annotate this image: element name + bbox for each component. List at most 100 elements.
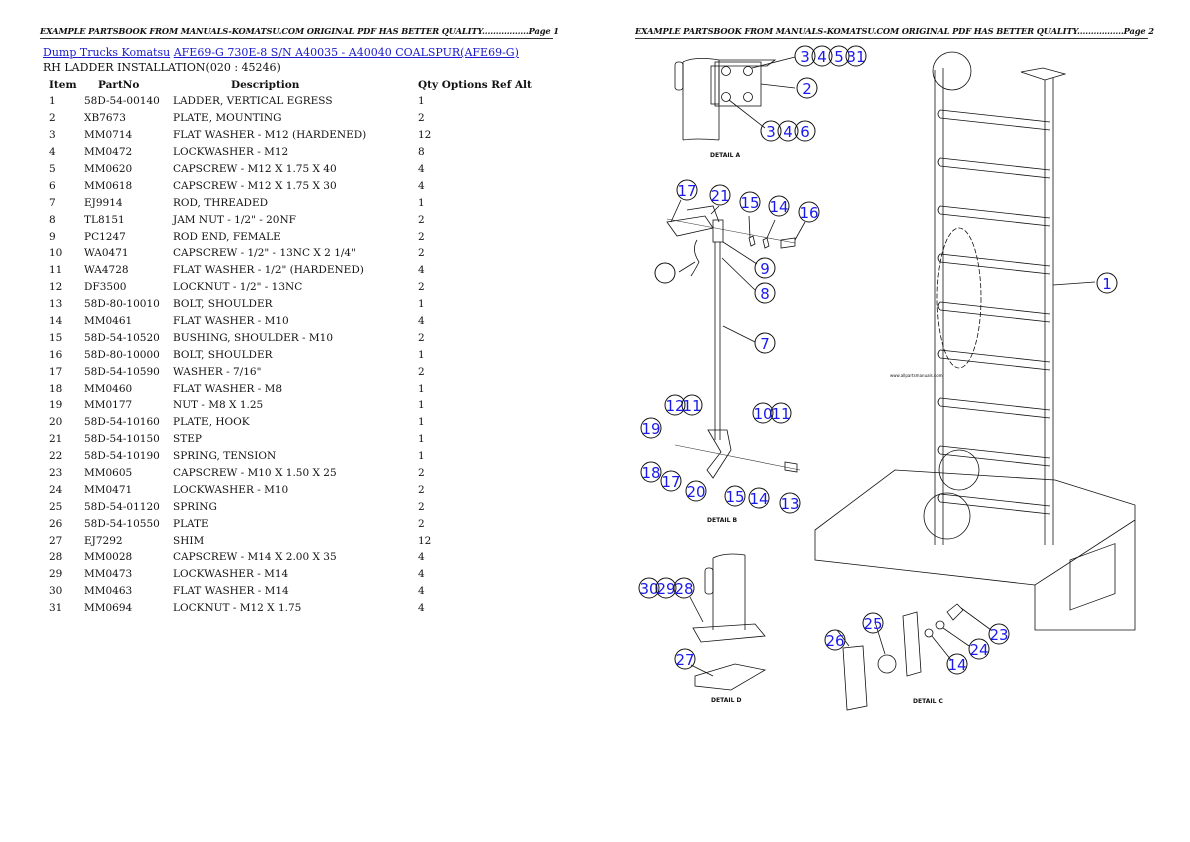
callout-balloon[interactable]: 18 [640, 461, 662, 483]
callout-circle [654, 262, 676, 284]
cell-partno: MM0605 [84, 467, 133, 480]
cell-partno: PC1247 [84, 230, 126, 243]
callout-balloon[interactable]: 3 [760, 120, 782, 142]
callout-number: 16 [799, 204, 818, 222]
ladder-rung [937, 349, 1051, 371]
callout-balloon[interactable]: 17 [660, 470, 682, 492]
callout-balloon[interactable]: 14 [748, 487, 770, 509]
callout-circle [754, 282, 776, 304]
cell-item: 13 [49, 298, 63, 311]
callout-balloon[interactable]: 16 [798, 201, 820, 223]
cell-item: 12 [49, 281, 63, 294]
cell-qty: 4 [418, 179, 425, 192]
callout-balloon[interactable]: 27 [674, 648, 696, 670]
callout-circle [640, 461, 662, 483]
callout-number: 20 [686, 483, 705, 501]
cell-item: 27 [49, 534, 63, 547]
callout-balloon[interactable]: 11 [770, 402, 792, 424]
callout-balloon[interactable]: 23 [988, 623, 1010, 645]
callout-balloon[interactable]: 30 [638, 577, 660, 599]
detail-b-drawing: DETAIL B [666, 199, 806, 524]
callout-number: 14 [947, 656, 966, 674]
cell-item: 31 [49, 602, 63, 615]
callout-balloon[interactable]: 26 [824, 629, 846, 651]
callout-balloon[interactable]: 9 [754, 257, 776, 279]
callout-circle [752, 402, 774, 424]
detail-c-label: DETAIL C [913, 698, 943, 705]
callout-balloon[interactable]: 31 [845, 45, 867, 67]
callout-balloon[interactable]: 29 [655, 577, 677, 599]
cell-description: BOLT, SHOULDER [173, 348, 273, 361]
callout-balloon[interactable]: 12 [664, 394, 686, 416]
callout-balloon[interactable]: 3 [794, 45, 816, 67]
cell-item: 5 [49, 163, 56, 175]
callout-balloon[interactable]: 5 [828, 45, 850, 67]
callout-circle [1096, 272, 1118, 294]
cell-description: PLATE, HOOK [173, 416, 250, 429]
callout-number: 13 [780, 495, 799, 513]
callout-balloon[interactable]: 25 [862, 612, 884, 634]
callout-balloon[interactable]: 7 [754, 332, 776, 354]
callout-number: 17 [677, 182, 696, 200]
callout-balloon[interactable]: 17 [676, 179, 698, 201]
watermark: www.allpartsmanuals.com [890, 373, 943, 378]
callout-balloon[interactable]: 20 [685, 480, 707, 502]
callout-balloon[interactable]: 19 [640, 417, 662, 439]
callout-balloon[interactable] [654, 262, 676, 284]
cell-qty: 2 [418, 517, 425, 530]
callout-balloon[interactable]: 10 [752, 402, 774, 424]
callout-balloon[interactable]: 28 [673, 577, 695, 599]
callout-number: 26 [825, 632, 844, 650]
parts-table: Item PartNo Description Qty Options Ref … [43, 76, 532, 617]
cell-description: CAPSCREW - M14 X 2.00 X 35 [173, 551, 337, 564]
callout-number: 9 [760, 260, 770, 278]
callout-balloon[interactable]: 24 [968, 638, 990, 660]
callout-number: 30 [639, 580, 658, 598]
cell-qty: 2 [418, 213, 425, 226]
callout-balloon[interactable]: 2 [796, 77, 818, 99]
callout-number: 3 [766, 123, 776, 141]
callout-balloon[interactable]: 14 [946, 653, 968, 675]
callout-circle [968, 638, 990, 660]
cell-partno: WA0471 [84, 247, 129, 260]
callout-balloon[interactable]: 8 [754, 282, 776, 304]
ladder-rung [937, 157, 1051, 179]
breadcrumb-link-category[interactable]: Dump Trucks Komatsu [43, 46, 171, 59]
callout-number: 6 [800, 123, 810, 141]
callout-balloon[interactable]: 13 [779, 492, 801, 514]
ladder-rung [937, 397, 1051, 419]
cell-partno: WA4728 [84, 264, 129, 277]
cell-partno: EJ9914 [84, 196, 123, 209]
callout-balloon[interactable]: 15 [739, 191, 761, 213]
callout-balloon[interactable]: 15 [724, 485, 746, 507]
callout-circle [685, 480, 707, 502]
callout-balloon[interactable]: 4 [777, 120, 799, 142]
cell-qty: 1 [418, 450, 425, 463]
detail-a-drawing: DETAIL A [674, 56, 796, 159]
callout-balloon[interactable]: 21 [709, 184, 731, 206]
cell-description: LOCKWASHER - M14 [173, 568, 289, 581]
cell-partno: MM0714 [84, 129, 133, 142]
callout-balloon[interactable]: 1 [1096, 272, 1118, 294]
callout-circle [796, 77, 818, 99]
callout-circle [862, 612, 884, 634]
callout-balloon[interactable]: 11 [681, 394, 703, 416]
cell-partno: 58D-54-10160 [84, 416, 160, 429]
callout-number: 24 [969, 641, 988, 659]
callout-balloon[interactable]: 6 [794, 120, 816, 142]
callout-balloon[interactable]: 4 [811, 45, 833, 67]
cell-qty: 2 [418, 112, 425, 125]
callout-number: 15 [725, 488, 744, 506]
breadcrumb-link-model[interactable]: AFE69-G 730E-8 S/N A40035 - A40040 COALS… [173, 46, 519, 59]
callout-circle [709, 184, 731, 206]
callout-balloon[interactable]: 14 [768, 195, 790, 217]
callout-number: 4 [783, 123, 793, 141]
